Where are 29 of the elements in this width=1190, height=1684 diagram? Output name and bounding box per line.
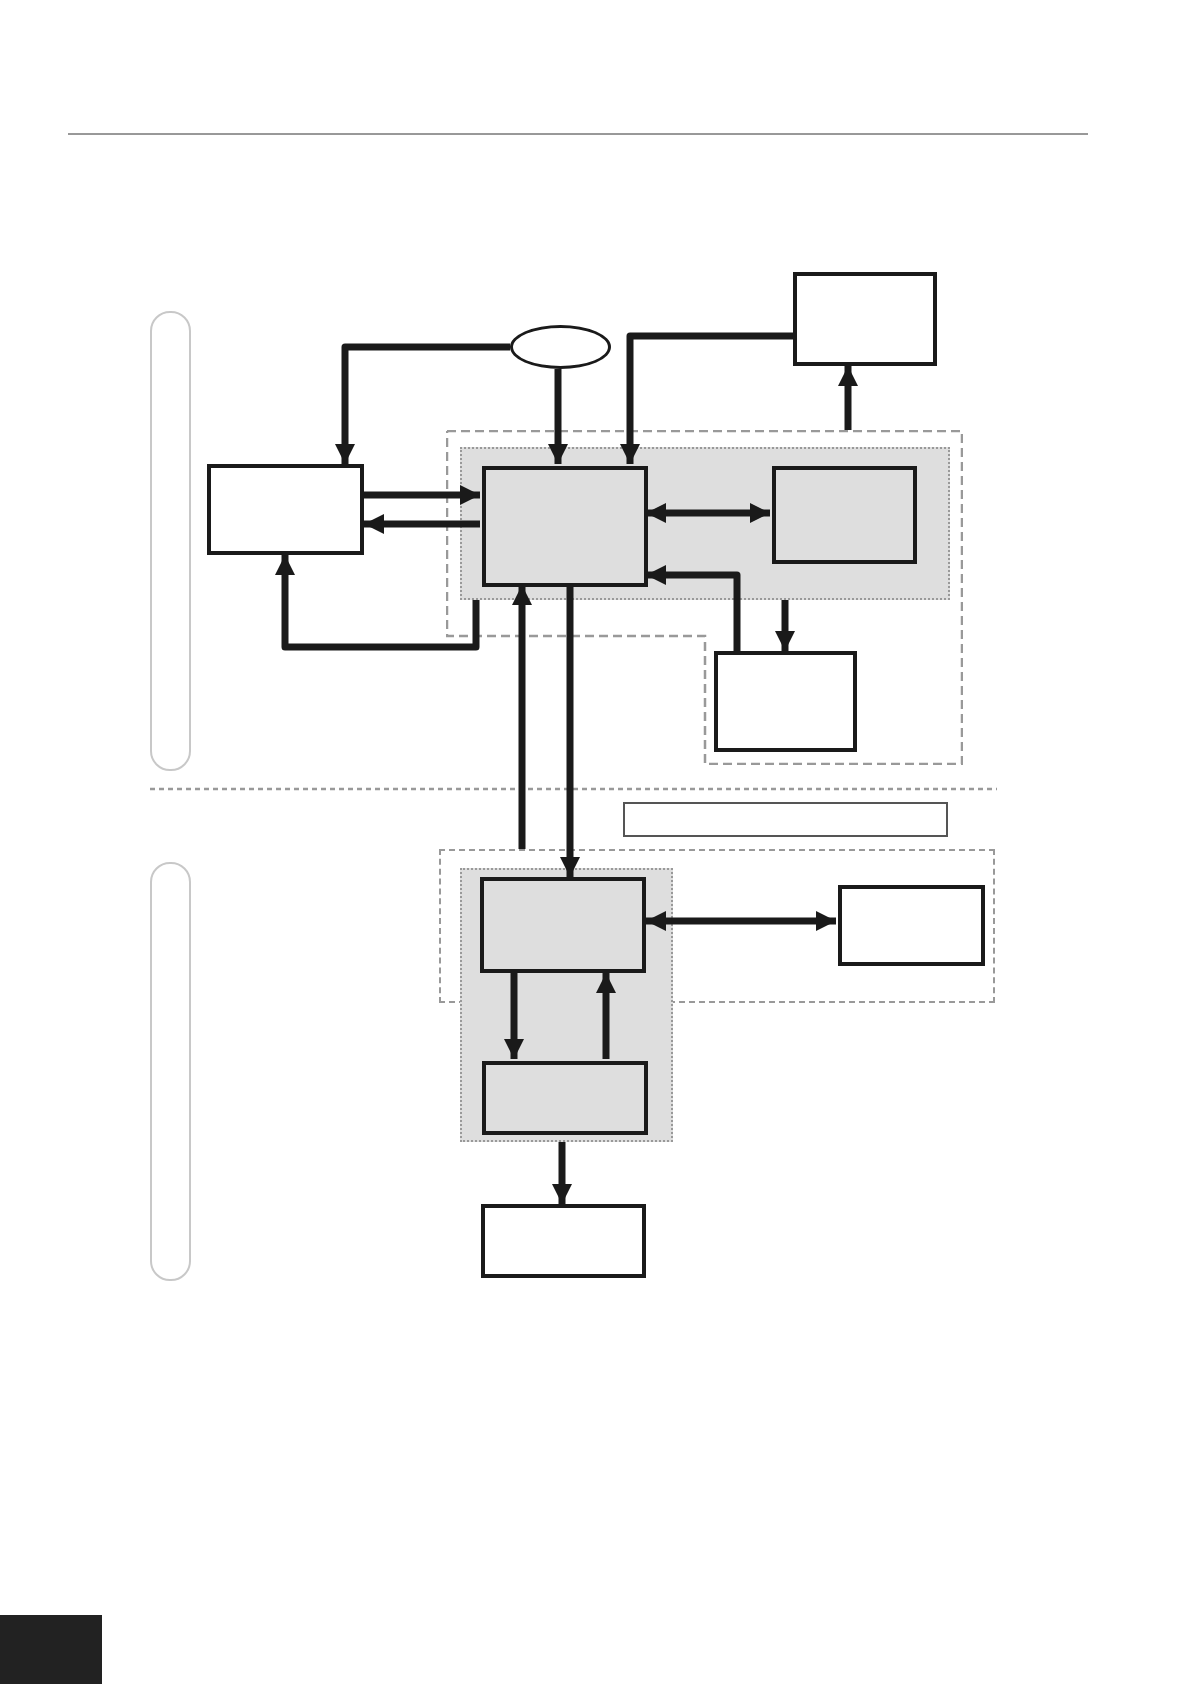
arrow (646, 911, 836, 931)
block-box (793, 272, 937, 366)
arrow (646, 565, 741, 651)
arrow (646, 503, 770, 523)
block-box (714, 651, 857, 752)
arrow (560, 585, 580, 877)
side-band (150, 862, 191, 1281)
block-box (838, 885, 985, 966)
arrow (548, 369, 568, 464)
block-box (480, 877, 646, 973)
block-box (623, 802, 948, 837)
block-box (481, 1204, 646, 1278)
block-box (482, 466, 648, 587)
block-box (482, 1061, 648, 1135)
dashed-group-outline (446, 430, 963, 765)
arrow (504, 973, 524, 1059)
arrow (620, 332, 793, 464)
arrow (552, 1142, 572, 1204)
block-box (772, 466, 917, 564)
block-box (207, 464, 364, 555)
side-band (150, 311, 191, 771)
arrow (775, 600, 795, 651)
arrow (275, 555, 480, 651)
arrow (364, 514, 480, 534)
arrow (335, 343, 510, 464)
arrow (596, 973, 616, 1059)
arrow (364, 485, 480, 505)
group-frame (439, 849, 995, 1003)
group-frame (460, 447, 950, 600)
